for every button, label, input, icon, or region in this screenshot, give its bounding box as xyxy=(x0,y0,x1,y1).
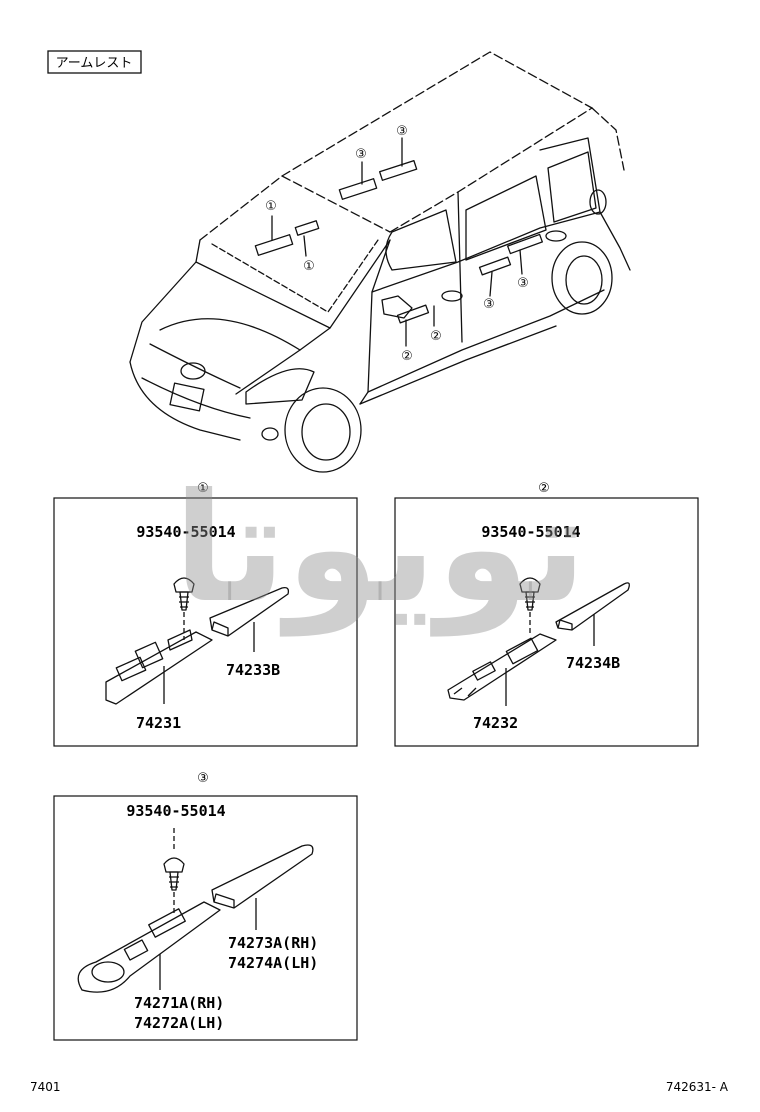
panel-2-screw-part-number: 93540-55014 xyxy=(481,523,580,541)
car-callout-3c: ③ xyxy=(483,297,495,312)
panel-1-cover-part-number: 74233B xyxy=(226,661,280,679)
car-callouts: ① ① ② ② ③ ③ ③ ③ xyxy=(265,124,529,364)
car-callout-1a: ① xyxy=(265,199,277,214)
panel-3-screw-part-number: 93540-55014 xyxy=(126,802,225,820)
panel-2-marker: ② xyxy=(538,481,550,496)
watermark-logo: تویوتا xyxy=(173,462,586,637)
panel-3-base-lh-part-number: 74272A(LH) xyxy=(134,1014,224,1032)
panel-3-cover-lh-part-number: 74274A(LH) xyxy=(228,954,318,972)
car-callout-2b: ② xyxy=(430,329,442,344)
page-code: 7401 xyxy=(30,1080,61,1094)
panel-3: ③ 93540-55014 74273A(RH) 74274A(LH) 7427… xyxy=(53,771,358,1041)
panel-3-cover-rh-part-number: 74273A(RH) xyxy=(228,934,318,952)
car-callout-3b: ③ xyxy=(396,124,408,139)
panel-3-base-rh-part-number: 74271A(RH) xyxy=(134,994,224,1012)
panel-3-marker: ③ xyxy=(197,771,209,786)
panel-1: ① 93540-55014 74233B 74231 xyxy=(53,481,358,747)
panel-2: ② 93540-55014 74234B 74232 xyxy=(394,481,699,747)
panel-1-marker: ① xyxy=(197,481,209,496)
panel-1-screw-part-number: 93540-55014 xyxy=(136,523,235,541)
section-tag: アームレスト xyxy=(47,50,142,74)
car-callout-3a: ③ xyxy=(355,147,367,162)
car-callout-2a: ② xyxy=(401,349,413,364)
figure-id: 742631- A xyxy=(666,1080,729,1094)
car-callout-1b: ① xyxy=(303,259,315,274)
car-callout-3d: ③ xyxy=(517,276,529,291)
panel-2-cover-part-number: 74234B xyxy=(566,654,620,672)
panel-1-base-part-number: 74231 xyxy=(136,714,181,732)
panel-2-base-part-number: 74232 xyxy=(473,714,518,732)
section-tag-label: アームレスト xyxy=(56,56,133,71)
car-illustration xyxy=(129,51,631,473)
